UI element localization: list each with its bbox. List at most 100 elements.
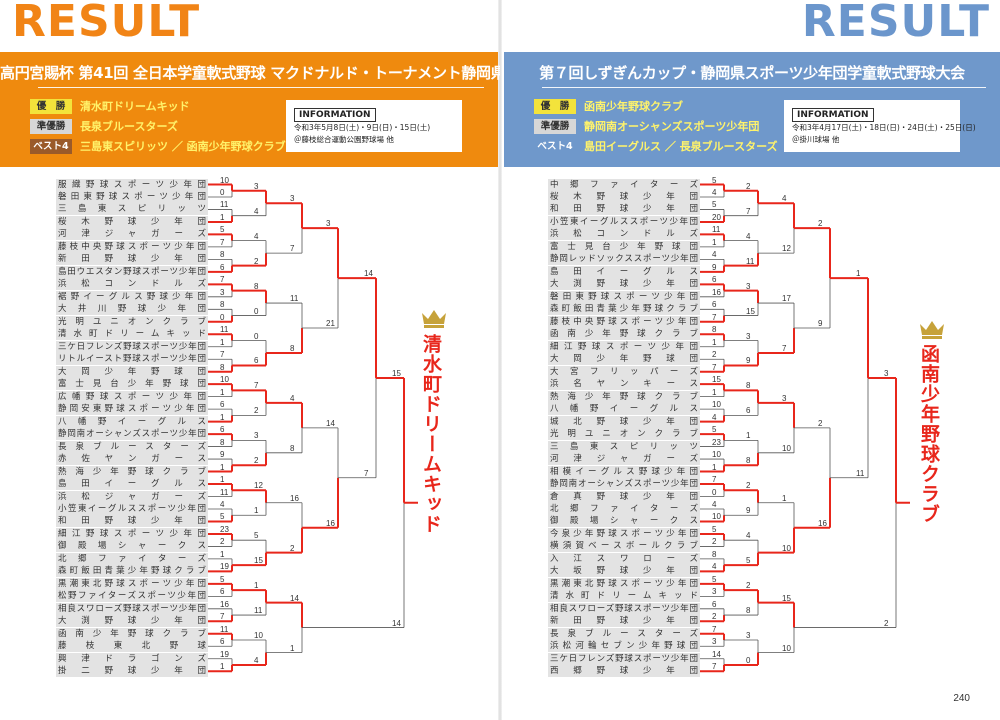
information-dates: 令和3年5月8日(土)・9日(日)・15日(土) — [294, 123, 431, 132]
game-score: 2 — [712, 612, 717, 622]
team-name: 光明ユニオンクラブ — [56, 315, 208, 328]
game-score: 7 — [712, 312, 717, 322]
page-number: 240 — [953, 693, 970, 704]
game-score: 7 — [220, 612, 225, 622]
information-venue: ＠藤枝総合運動公園野球場 他 — [294, 135, 394, 144]
game-score: 12 — [254, 481, 263, 491]
award-label: 準優勝 — [534, 118, 576, 134]
team-name: 小笠東イーグルススポーツ少年団 — [56, 502, 208, 515]
game-score: 17 — [782, 294, 791, 304]
game-score: 9 — [220, 450, 225, 460]
game-score: 9 — [818, 319, 823, 329]
game-score: 10 — [782, 543, 791, 553]
game-score: 2 — [254, 456, 259, 466]
game-score: 4 — [712, 412, 717, 422]
game-score: 3 — [220, 287, 225, 297]
award-row-runner-up: 準優勝 長泉ブルースターズ — [30, 116, 286, 136]
game-score: 1 — [712, 337, 717, 347]
game-score: 19 — [220, 649, 229, 659]
game-score: 8 — [712, 549, 717, 559]
team-name: 今泉少年野球スポーツ少年団 — [548, 527, 700, 540]
information-box: INFORMATION 令和3年5月8日(土)・9日(日)・15日(土) ＠藤枝… — [286, 100, 462, 152]
team-name: 北郷ファイターズ — [56, 552, 208, 565]
team-name: 城北野球少年団 — [548, 415, 700, 428]
team-name: 御殿場シャークス — [56, 540, 208, 553]
game-score: 3 — [290, 194, 295, 204]
game-score: 19 — [220, 562, 229, 572]
team-name: 新田野球少年団 — [56, 253, 208, 266]
game-score: 7 — [712, 475, 717, 485]
team-name: 小笠東イーグルススポーツ少年団 — [548, 215, 700, 228]
team-name: 静岡南オーシャンズスポーツ少年団 — [548, 478, 700, 491]
result-heading: RESULT — [12, 0, 201, 47]
team-name: 相良スワローズ野球スポーツ少年団 — [56, 602, 208, 615]
award-team: 函南少年野球クラブ — [584, 100, 683, 113]
game-score: 1 — [856, 269, 861, 279]
game-score: 6 — [712, 300, 717, 310]
award-team: 静岡南オーシャンズスポーツ少年団 — [584, 120, 760, 133]
game-score: 14 — [290, 593, 299, 603]
game-score: 10 — [712, 512, 721, 522]
award-team: 清水町ドリームキッド — [80, 100, 190, 113]
team-name: 森町飯田青葉少年野球クラブ — [548, 303, 700, 316]
game-score: 16 — [326, 518, 335, 528]
awards-list: 優 勝 清水町ドリームキッド 準優勝 長泉ブルースターズ ベスト4 三島東スピリ… — [30, 96, 286, 156]
game-score: 0 — [746, 655, 751, 665]
award-row-runner-up: 準優勝 静岡南オーシャンズスポーツ少年団 — [534, 116, 778, 136]
game-score: 20 — [712, 212, 721, 222]
game-score: 2 — [746, 581, 751, 591]
crown-shape — [920, 321, 944, 339]
game-score: 1 — [712, 462, 717, 472]
team-name: 興津ドラゴンズ — [56, 652, 208, 665]
game-score: 6 — [220, 262, 225, 272]
game-score: 1 — [220, 462, 225, 472]
game-score: 11 — [712, 225, 721, 235]
game-score: 2 — [746, 181, 751, 191]
game-score: 14 — [712, 649, 721, 659]
game-score: 2 — [290, 543, 295, 553]
game-score: 2 — [254, 256, 259, 266]
game-score: 15 — [782, 593, 791, 603]
game-score: 5 — [254, 531, 259, 541]
right-page: RESULT 第７回しずぎんカップ・静岡県スポーツ少年団学童軟式野球大会 優 勝… — [500, 0, 1000, 720]
team-name: 入江スワローズ — [548, 552, 700, 565]
game-score: 5 — [712, 175, 717, 185]
team-name: 三ケ日フレンズ野球スポーツ少年団 — [548, 652, 700, 665]
game-score: 5 — [220, 574, 225, 584]
game-score: 1 — [712, 387, 717, 397]
game-score: 9 — [712, 262, 717, 272]
game-score: 5 — [220, 225, 225, 235]
team-name: 静岡南オーシャンズスポーツ少年団 — [56, 428, 208, 441]
team-name: 西郷野球少年団 — [548, 665, 700, 678]
information-title: INFORMATION — [792, 108, 874, 122]
game-score: 7 — [220, 237, 225, 247]
team-name: 横須賀ベースボールクラブ — [548, 540, 700, 553]
game-score: 6 — [220, 425, 225, 435]
game-score: 8 — [220, 362, 225, 372]
game-score: 11 — [254, 606, 263, 616]
game-score: 10 — [712, 450, 721, 460]
information-title: INFORMATION — [294, 108, 376, 122]
game-score: 14 — [326, 418, 335, 428]
team-name: 富士見台少年野球団 — [56, 378, 208, 391]
team-name: 桜木野球少年団 — [548, 190, 700, 203]
game-score: 7 — [712, 624, 717, 634]
team-name: 相良スワローズ野球スポーツ少年団 — [548, 602, 700, 615]
team-name: 倉真野球少年団 — [548, 490, 700, 503]
game-score: 1 — [746, 431, 751, 441]
game-score: 7 — [290, 244, 295, 254]
crown-shape — [422, 310, 446, 328]
team-name: 黒潮東北野球スポーツ少年団 — [56, 577, 208, 590]
game-score: 6 — [254, 356, 259, 366]
team-name: 細江野球スポーツ少年団 — [56, 527, 208, 540]
game-score: 4 — [782, 194, 787, 204]
game-score: 11 — [220, 624, 229, 634]
game-score: 1 — [220, 387, 225, 397]
game-score: 14 — [392, 618, 401, 628]
team-name: 清水町ドリームキッド — [56, 328, 208, 341]
game-score: 10 — [782, 643, 791, 653]
game-score: 2 — [884, 618, 889, 628]
game-score: 3 — [746, 631, 751, 641]
game-score: 7 — [220, 275, 225, 285]
game-score: 21 — [326, 319, 335, 329]
